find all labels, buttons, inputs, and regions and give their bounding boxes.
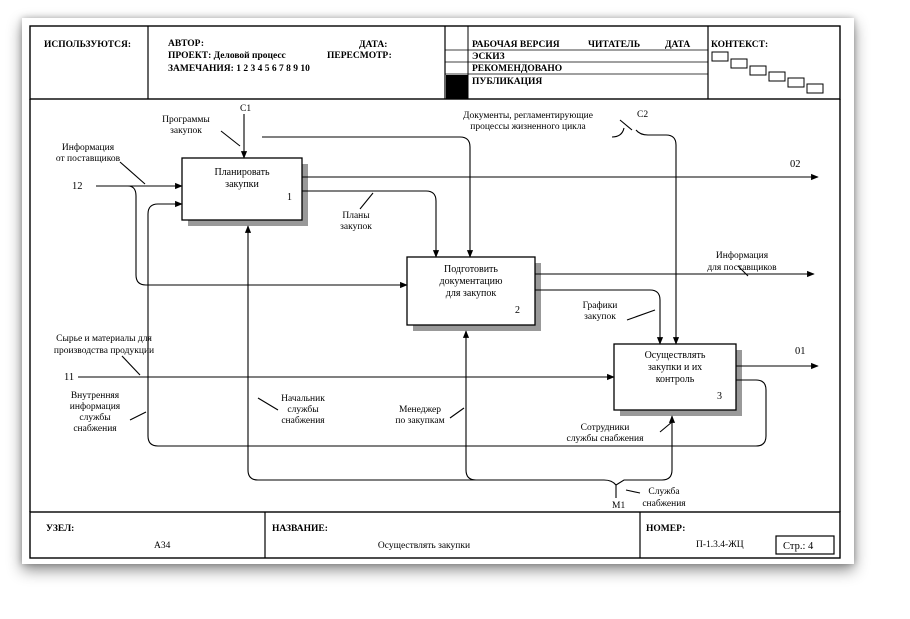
title-label: НАЗВАНИЕ: (272, 524, 328, 534)
review-label: ПЕРЕСМОТР: (327, 51, 392, 61)
plans-label-1: Планы (342, 211, 370, 221)
number-label: НОМЕР: (646, 524, 685, 534)
service-label-2: снабжения (642, 498, 686, 509)
used-at-label: ИСПОЛЬЗУЮТСЯ: (44, 40, 131, 50)
body-frame (29, 99, 841, 512)
service-label-1: Служба (648, 486, 680, 497)
date2-label: ДАТА (665, 40, 690, 50)
box-2-line-3: для закупок (446, 288, 497, 299)
info-suppliers-label-1: Информация (716, 250, 769, 261)
node-value: A34 (154, 541, 171, 551)
head-label-1: Начальник (281, 394, 325, 404)
programs-label-1: Программы (162, 115, 210, 125)
raw-label-1: Сырье и материалы для (56, 334, 152, 344)
box-3-line-2: закупки и их (648, 362, 702, 373)
i1-label: 11 (64, 372, 74, 383)
header-block (29, 25, 841, 100)
supplier-info-label-1: Информация (62, 142, 115, 153)
supplier-info-label-2: от поставщиков (56, 154, 121, 164)
i2-label: 12 (72, 181, 83, 192)
o1-label: 01 (795, 346, 806, 357)
raw-label-2: производства продукции (54, 346, 154, 356)
activity-box-1[interactable]: Планировать закупки 1 (181, 157, 308, 226)
page-number: Стр.: 4 (783, 541, 814, 552)
box-2-number: 2 (515, 305, 520, 316)
docs-label-2: процессы жизненного цикла (470, 122, 586, 132)
box-3-number: 3 (717, 391, 722, 402)
footer-block (29, 511, 841, 559)
box-2-line-1: Подготовить (444, 264, 498, 275)
box-2-line-2: документацию (440, 276, 503, 287)
draft-label: ЭСКИЗ (472, 52, 505, 62)
schedules-label-1: Графики (583, 300, 618, 311)
context-label: КОНТЕКСТ: (711, 40, 768, 50)
recommended-label: РЕКОМЕНДОВАНО (472, 64, 562, 74)
info-suppliers-label-2: для поставщиков (707, 263, 777, 273)
c1-label: C1 (240, 104, 251, 114)
o2-label: 02 (790, 159, 801, 170)
internal-label-4: снабжения (73, 423, 117, 434)
box-3-line-3: контроль (656, 374, 695, 385)
node-label: УЗЕЛ: (46, 524, 74, 534)
project-label: ПРОЕКТ: Деловой процесс (168, 50, 286, 61)
notes-label: ЗАМЕЧАНИЯ: 1 2 3 4 5 6 7 8 9 10 (168, 64, 310, 74)
author-label: АВТОР: (168, 39, 204, 49)
staff-label-1: Сотрудники (581, 423, 630, 433)
reader-label: ЧИТАТЕЛЬ (588, 40, 640, 50)
programs-label-2: закупок (170, 126, 202, 136)
c2-label: C2 (637, 110, 648, 120)
number-value: П-1.3.4-ЖЦ (696, 540, 744, 550)
head-label-3: снабжения (281, 415, 325, 426)
activity-box-3[interactable]: Осуществлять закупки и их контроль 3 (613, 343, 742, 416)
staff-label-2: службы снабжения (567, 433, 645, 444)
working-version-label: РАБОЧАЯ ВЕРСИЯ (472, 40, 560, 50)
internal-label-3: службы (79, 412, 111, 423)
internal-label-1: Внутренняя (71, 391, 120, 401)
manager-label-2: по закупкам (395, 416, 444, 426)
m1-label: M1 (612, 501, 625, 511)
plans-label-2: закупок (340, 222, 372, 232)
schedules-label-2: закупок (584, 312, 616, 322)
context-boxes (711, 51, 824, 94)
internal-label-2: информация (70, 401, 121, 412)
head-label-2: службы (287, 404, 319, 415)
activity-box-2[interactable]: Подготовить документацию для закупок 2 (406, 256, 541, 331)
arrows (78, 114, 819, 498)
box-1-line-2: закупки (225, 179, 259, 190)
box-3-line-1: Осуществлять (645, 350, 706, 361)
manager-label-1: Менеджер (399, 405, 441, 415)
date-label: ДАТА: (359, 40, 387, 50)
box-1-number: 1 (287, 192, 292, 203)
docs-label-1: Документы, регламентирующие (463, 111, 593, 121)
box-1-line-1: Планировать (214, 167, 269, 178)
publication-label: ПУБЛИКАЦИЯ (472, 77, 542, 87)
diagram-title: Осуществлять закупки (378, 541, 470, 551)
